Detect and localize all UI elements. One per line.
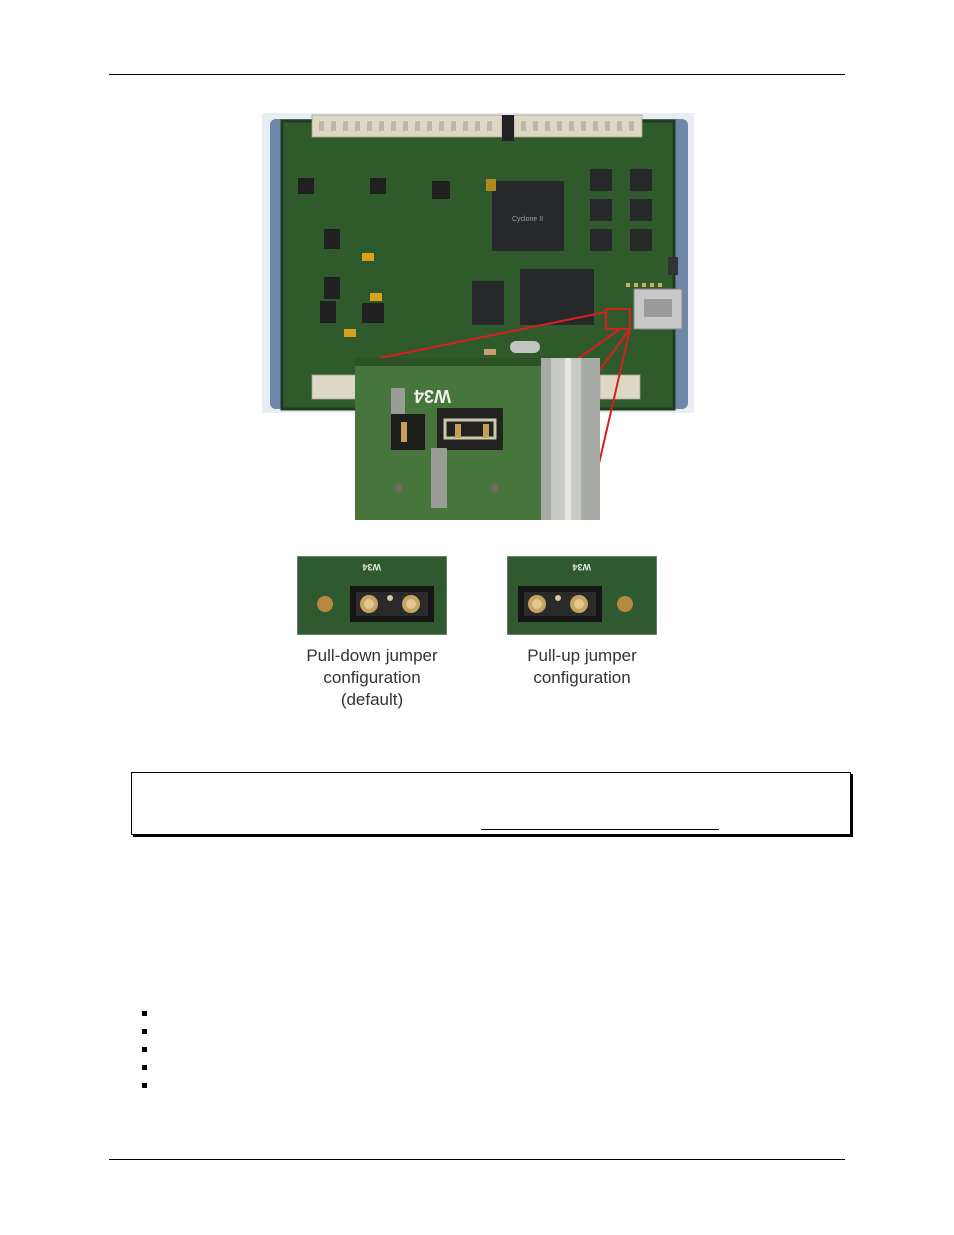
pullup-caption: Pull-up jumper configuration: [472, 645, 692, 689]
pulldown-caption-line-1: Pull-down jumper: [306, 646, 438, 665]
footer-rule: [109, 1159, 845, 1160]
pulldown-caption: Pull-down jumper configuration (default): [262, 645, 482, 711]
fpga-chip-label: Cyclone II: [512, 216, 543, 223]
pullup-jumper-label: W34: [572, 562, 591, 572]
pulldown-caption-line-3: (default): [340, 690, 404, 709]
header-rule: [109, 74, 845, 75]
pullup-jumper-diagram: W34: [507, 556, 657, 635]
note-box: [131, 772, 851, 835]
list-bullet: [142, 1047, 147, 1052]
list-bullet: [142, 1065, 147, 1070]
list-bullet: [142, 1083, 147, 1088]
pullup-caption-line-2: configuration: [533, 668, 631, 687]
jumper-zoom-photo: W34: [355, 358, 600, 520]
list-bullet: [142, 1011, 147, 1016]
pulldown-jumper-diagram: W34: [297, 556, 447, 635]
pullup-caption-line-1: Pull-up jumper: [527, 646, 637, 665]
pulldown-jumper-label: W34: [362, 562, 381, 572]
pulldown-caption-line-2: configuration: [323, 668, 421, 687]
note-link[interactable]: [481, 829, 719, 830]
list-bullet: [142, 1029, 147, 1034]
jumper-zoom-label: W34: [414, 386, 451, 406]
